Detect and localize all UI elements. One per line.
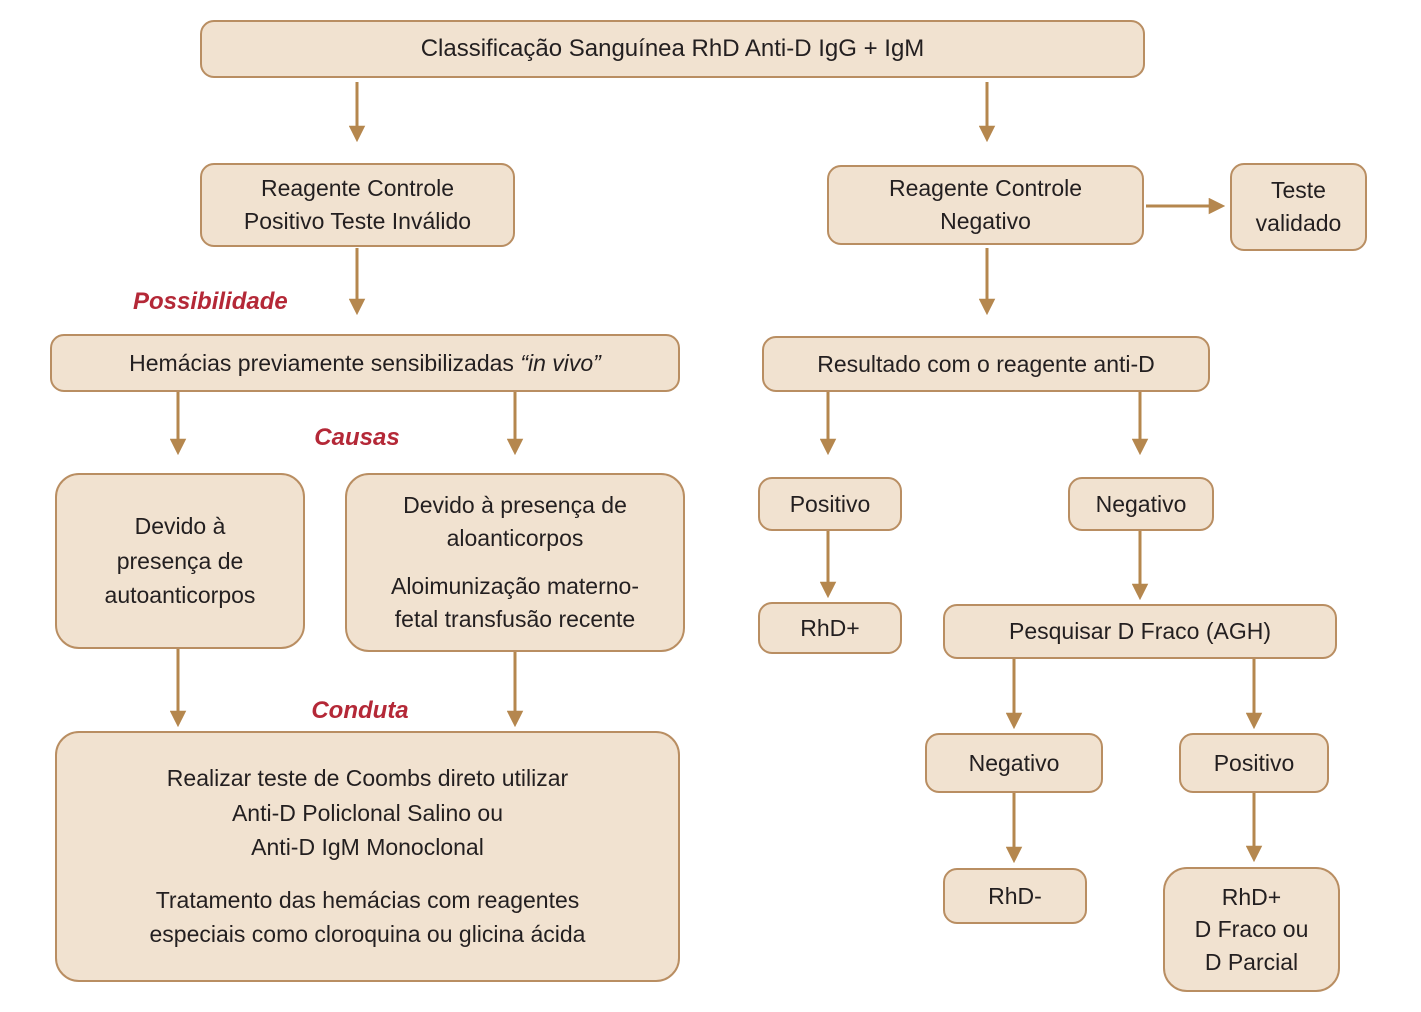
node-conduta-coombs: Realizar teste de Coombs direto utilizar… [55, 731, 680, 982]
node-aloanticorpos: Devido à presença de aloanticorpos Aloim… [345, 473, 685, 652]
node-teste-validado: Teste validado [1230, 163, 1367, 251]
node-text: Negativo [968, 749, 1060, 776]
node-positivo-1: Positivo [758, 477, 902, 531]
node-reagente-controle-negativo: Reagente Controle Negativo [827, 165, 1144, 245]
node-text: Hemácias previamente sensibilizadas “in … [129, 346, 601, 381]
node-line: validado [1255, 210, 1342, 236]
node-line: especiais como cloroquina ou glicina áci… [149, 921, 586, 948]
label-causas: Causas [314, 424, 400, 451]
node-rhd-positivo: RhD+ [758, 602, 902, 654]
node-text: Positivo [1213, 749, 1295, 776]
node-reagente-controle-positivo: Reagente Controle Positivo Teste Inválid… [200, 163, 515, 247]
label-possibilidade: Possibilidade [133, 288, 288, 315]
node-resultado-anti-d: Resultado com o reagente anti-D [762, 336, 1210, 392]
node-paragraph: Devido à presença de aloanticorpos [403, 489, 627, 556]
node-paragraph: Tratamento das hemácias com reagentes es… [150, 883, 586, 952]
node-line: presença de [116, 547, 244, 574]
node-pesquisar-d-fraco: Pesquisar D Fraco (AGH) [943, 604, 1337, 659]
node-negativo-2: Negativo [925, 733, 1103, 793]
label-conduta: Conduta [311, 697, 409, 724]
node-hemacias-sensibilizadas: Hemácias previamente sensibilizadas “in … [50, 334, 680, 392]
node-line: fetal transfusão recente [394, 605, 636, 632]
node-positivo-2: Positivo [1179, 733, 1329, 793]
node-line: Devido à presença de [403, 491, 627, 518]
node-paragraph: Aloimunização materno- fetal transfusão … [391, 570, 639, 637]
node-text: RhD+ [800, 614, 860, 641]
hemacias-in-vivo: “in vivo” [520, 349, 601, 376]
node-line: RhD+ [1221, 884, 1282, 911]
node-line: Teste [1271, 176, 1326, 203]
node-line: aloanticorpos [446, 525, 584, 552]
node-rhd-positivo-d-fraco-parcial: RhD+ D Fraco ou D Parcial [1163, 867, 1340, 992]
node-autoanticorpos: Devido à presença de autoanticorpos [55, 473, 305, 649]
node-line: Anti-D Policlonal Salino ou [231, 799, 504, 826]
title-text: Classificação Sanguínea RhD Anti-D IgG +… [420, 35, 925, 62]
node-text: Pesquisar D Fraco (AGH) [1008, 618, 1271, 645]
node-line: autoanticorpos [104, 582, 256, 609]
node-line: Reagente Controle [260, 174, 455, 201]
node-text: RhD- [988, 882, 1042, 909]
node-line: Positivo Teste Inválido [243, 208, 472, 234]
node-line: Aloimunização materno- [390, 572, 639, 599]
node-text: Positivo [789, 490, 871, 517]
node-line: Reagente Controle [888, 174, 1083, 201]
node-line: D Fraco ou [1194, 916, 1309, 943]
node-line: D Parcial [1204, 948, 1299, 975]
node-line: Anti-D IgM Monoclonal [251, 834, 484, 861]
node-line: Devido à [134, 513, 226, 540]
hemacias-text: Hemácias previamente sensibilizadas [129, 349, 521, 376]
node-negativo-1: Negativo [1068, 477, 1214, 531]
node-line: Realizar teste de Coombs direto utilizar [166, 765, 569, 792]
node-line: Tratamento das hemácias com reagentes [155, 886, 580, 913]
node-title: Classificação Sanguínea RhD Anti-D IgG +… [200, 20, 1145, 78]
node-text: Negativo [1095, 490, 1187, 517]
node-text: Resultado com o reagente anti-D [817, 350, 1155, 377]
node-rhd-negativo: RhD- [943, 868, 1087, 924]
node-line: Negativo [940, 208, 1031, 234]
node-paragraph: Realizar teste de Coombs direto utilizar… [167, 761, 568, 865]
